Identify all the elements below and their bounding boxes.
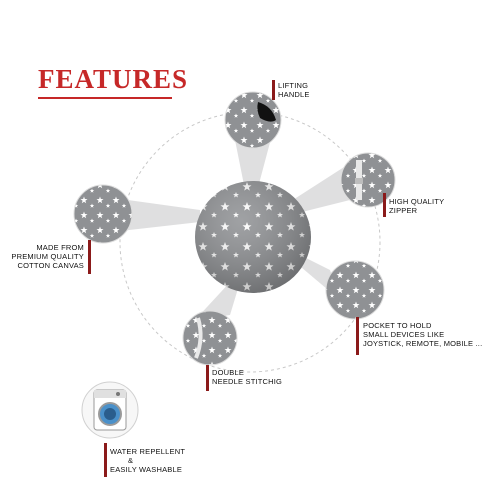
beam-stitch: [195, 280, 240, 320]
inset-zipper: [340, 152, 396, 208]
inset-pocket: [325, 260, 385, 320]
heading-underline: [38, 97, 172, 99]
inset-handle: [224, 91, 282, 149]
marker-washable: [104, 443, 107, 477]
marker-zipper: [383, 193, 386, 217]
marker-canvas: [88, 240, 91, 274]
inset-stitch: [182, 310, 238, 366]
marker-handle: [272, 80, 275, 100]
features-heading: FEATURES: [38, 64, 189, 94]
handle-loop-icon: [257, 102, 276, 122]
marker-pocket: [356, 317, 359, 355]
label-washable: WATER REPELLENT & EASILY WASHABLE: [110, 447, 186, 474]
label-lifting-handle: LIFTING HANDLE: [278, 81, 310, 99]
label-stitching: DOUBLE NEEDLE STITCHIG: [212, 368, 283, 386]
inset-canvas: [73, 184, 133, 244]
label-pocket: POCKET TO HOLD SMALL DEVICES LIKE JOYSTI…: [363, 321, 483, 348]
label-canvas: MADE FROM PREMIUM QUALITY COTTON CANVAS: [11, 243, 84, 270]
label-zipper: HIGH QUALITY ZIPPER: [389, 197, 445, 215]
marker-stitch: [206, 365, 209, 391]
washing-machine-icon: [93, 389, 127, 431]
